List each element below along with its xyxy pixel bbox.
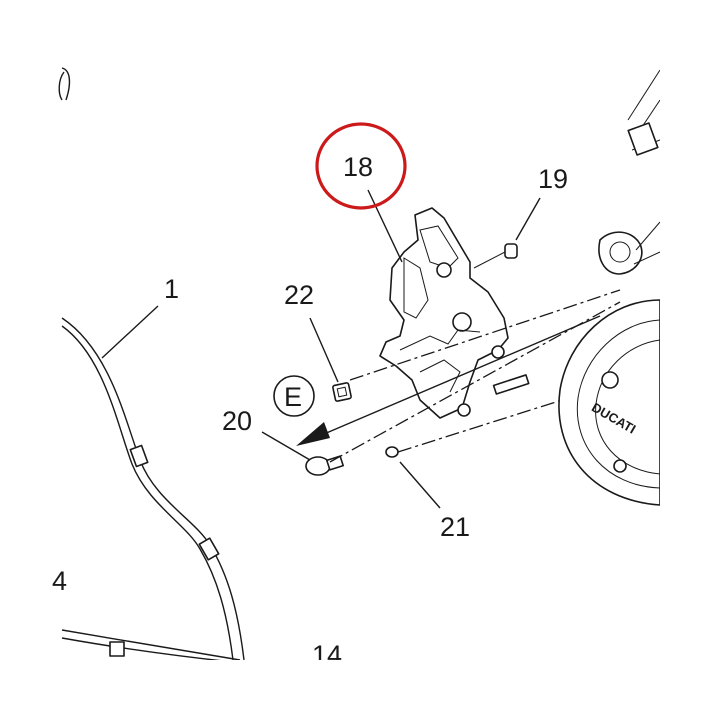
crop-mask-right xyxy=(660,0,720,720)
part-21-spacer xyxy=(385,446,399,458)
crop-mask-bottom xyxy=(0,660,720,720)
leader-22 xyxy=(309,317,339,383)
leader-20 xyxy=(261,431,311,461)
partial-clip-left xyxy=(58,67,71,101)
callout-19: 19 xyxy=(538,164,568,194)
part-20-screw xyxy=(305,455,345,476)
callout-21: 21 xyxy=(440,512,470,542)
callout-18: 18 xyxy=(343,152,373,182)
callout-22: 22 xyxy=(284,280,314,310)
leader-21 xyxy=(399,461,441,509)
engine-casing: DUCATI xyxy=(558,69,661,506)
callout-20: 20 xyxy=(222,406,252,436)
part-22-nut xyxy=(332,382,352,402)
part-pin xyxy=(492,374,530,395)
view-marker-e xyxy=(273,375,315,417)
callout-1: 1 xyxy=(164,274,179,304)
part-19-bolt xyxy=(473,243,518,269)
view-marker-e-label: E xyxy=(284,382,302,412)
part-1-cable xyxy=(61,317,245,663)
callout-4: 4 xyxy=(52,566,67,596)
highlight-circle-18 xyxy=(315,122,407,210)
axis-line-upper xyxy=(349,289,621,381)
leader-18 xyxy=(367,189,403,263)
axis-line-arrow xyxy=(309,315,601,441)
direction-arrow xyxy=(296,422,330,446)
leader-19 xyxy=(515,197,541,241)
leader-1 xyxy=(101,305,159,359)
part-18-bracket xyxy=(379,207,509,419)
